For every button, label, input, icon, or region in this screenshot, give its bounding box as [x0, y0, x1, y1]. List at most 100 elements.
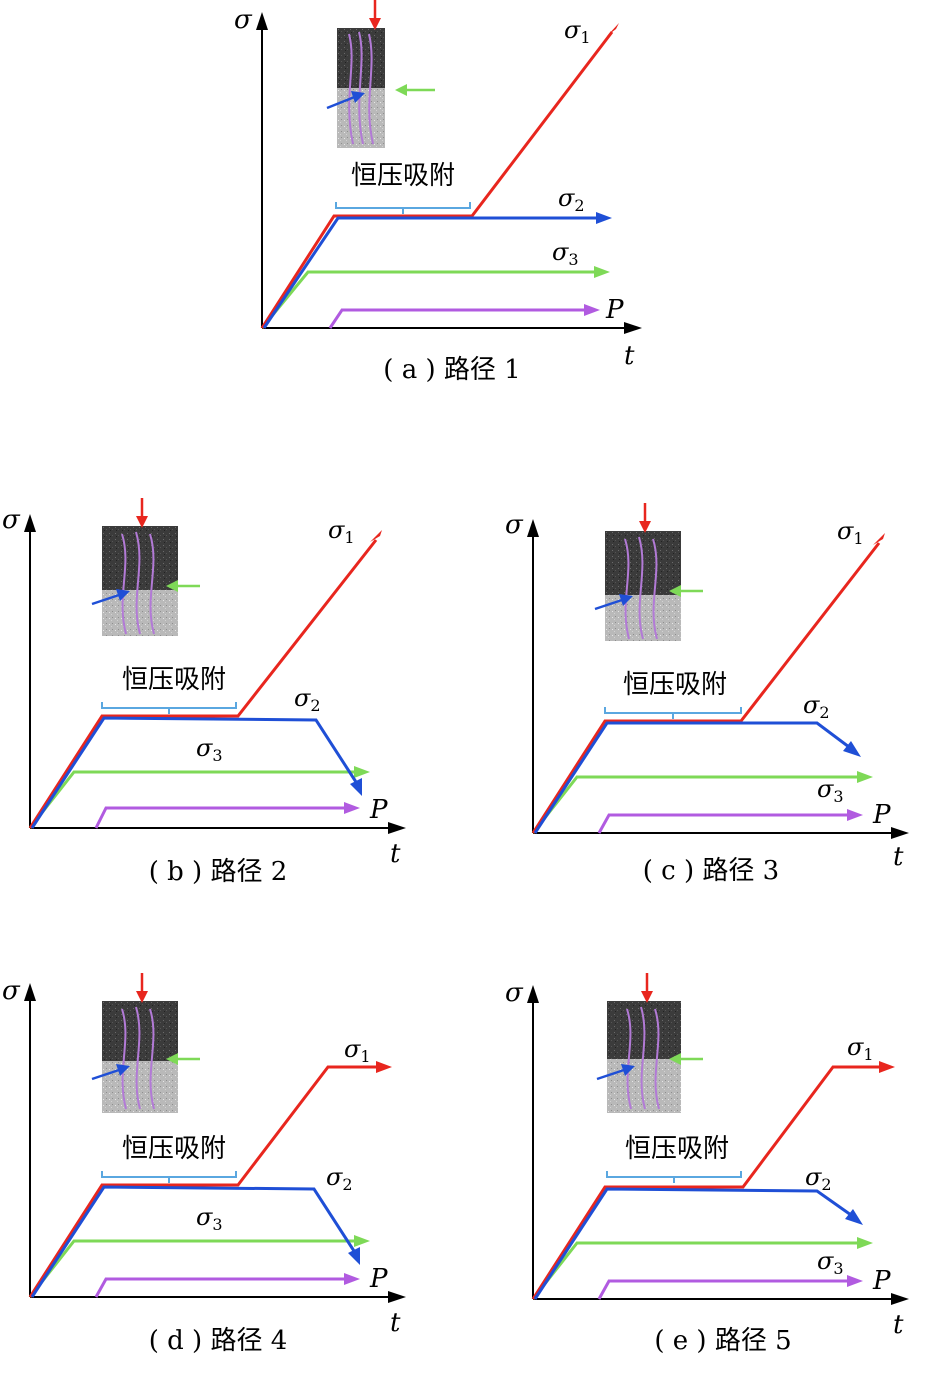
load-arrow-icon: [166, 1053, 178, 1065]
sigma1-label: σ1: [328, 516, 355, 547]
sigma2-line: [533, 1187, 852, 1300]
load-arrow-icon: [166, 580, 178, 592]
fracture-line: [368, 33, 374, 145]
sigma2-label: σ2: [803, 691, 830, 722]
sigma1-arrowhead: [607, 23, 619, 36]
sample-group: [596, 973, 703, 1113]
pressure-line: [328, 308, 590, 329]
x-axis-arrow: [388, 1291, 406, 1303]
stage-label: 恒压吸附: [122, 1134, 226, 1164]
pressure-label: P: [369, 1264, 388, 1294]
fracture-line: [121, 533, 127, 635]
sigma1-arrowhead: [879, 1061, 895, 1073]
load-arrow-icon: [136, 516, 148, 528]
x-axis-label: t: [624, 341, 635, 371]
sigma2-label: σ2: [326, 1163, 353, 1194]
fracture-line: [638, 536, 644, 640]
sigma2-line: [30, 1185, 356, 1298]
stage-label: 恒压吸附: [625, 1134, 729, 1164]
load-arrow-icon: [639, 521, 651, 533]
load-arrow-icon: [621, 1064, 635, 1076]
sample-group: [91, 498, 200, 636]
axis-group: σ t: [505, 978, 909, 1340]
fracture-line: [348, 33, 354, 145]
stage-bracket: [604, 707, 742, 719]
y-axis-arrow: [527, 985, 539, 1003]
y-axis-label: σ: [234, 5, 253, 35]
sigma3-arrowhead: [354, 766, 370, 778]
x-axis-label: t: [390, 839, 401, 869]
pressure-line: [94, 1277, 350, 1298]
sigma3-line: [28, 1239, 360, 1298]
fracture-line: [652, 538, 658, 640]
load-arrow-icon: [619, 594, 633, 606]
sigma2-label: σ2: [805, 1163, 832, 1194]
axis-group: σ t: [2, 976, 406, 1338]
load-arrow-icon: [116, 589, 130, 601]
sigma1-label: σ1: [344, 1035, 371, 1066]
load-arrow-icon: [641, 991, 653, 1003]
panel-caption: ( c ) 路径 3: [643, 856, 779, 886]
y-axis-label: σ: [505, 978, 524, 1008]
stage-bracket: [101, 702, 237, 714]
sigma1-line: [531, 1065, 885, 1300]
stage-label: 恒压吸附: [122, 665, 226, 695]
sigma3-line: [531, 1241, 863, 1300]
sigma1-line: [531, 542, 881, 834]
x-axis-arrow: [891, 827, 909, 839]
sigma1-line: [260, 31, 614, 329]
sigma2-label: σ2: [294, 684, 321, 715]
sigma2-arrowhead: [596, 212, 612, 224]
pressure-line: [597, 1279, 853, 1300]
fracture-line: [121, 1008, 127, 1110]
load-arrow-icon: [91, 592, 123, 606]
fracture-line: [640, 1006, 646, 1110]
panel-e: σ t 恒压吸附 σ1 σ2 σ3 P ( e ) 路径 5: [505, 973, 909, 1356]
panel-caption: ( e ) 路径 5: [654, 1326, 791, 1356]
sigma3-label: σ3: [552, 238, 579, 269]
panel-d: σ t 恒压吸附 σ1 σ2 σ3 P ( d ) 路径 4: [2, 973, 406, 1356]
sigma1-line: [28, 539, 378, 829]
pressure-arrowhead: [847, 809, 863, 821]
y-axis-label: σ: [2, 505, 21, 535]
panel-b: σ t 恒压吸附 σ1 σ2 σ3 P ( b ) 路径 2: [2, 498, 406, 887]
axis-group: σ t: [505, 510, 909, 872]
fracture-line: [149, 533, 155, 635]
load-arrow-icon: [91, 1067, 123, 1081]
pressure-label: P: [872, 800, 891, 830]
sigma3-label: σ3: [817, 775, 844, 806]
pressure-line: [94, 806, 350, 829]
sigma2-label: σ2: [558, 184, 585, 215]
pressure-label: P: [872, 1266, 891, 1296]
panel-caption: ( b ) 路径 2: [149, 857, 288, 887]
sigma3-label: σ3: [196, 734, 223, 765]
load-arrow-icon: [669, 1053, 681, 1065]
stage-label: 恒压吸附: [623, 670, 727, 700]
load-arrow-icon: [669, 585, 681, 597]
load-arrow-icon: [326, 94, 358, 110]
sigma3-arrowhead: [594, 266, 610, 278]
load-arrow-icon: [351, 91, 365, 103]
sigma2-line: [262, 216, 602, 329]
panel-caption: ( d ) 路径 4: [149, 1326, 288, 1356]
panel-c: σ t 恒压吸附 σ1 σ2 σ3 P ( c ) 路径 3: [505, 503, 909, 886]
load-arrow-icon: [136, 991, 148, 1003]
load-arrow-icon: [594, 597, 626, 611]
load-arrow-icon: [395, 84, 407, 96]
y-axis-arrow: [256, 12, 268, 30]
y-axis-arrow: [24, 514, 36, 532]
stage-bracket: [101, 1171, 237, 1183]
rock-sample-icon: [102, 1061, 178, 1113]
x-axis-label: t: [390, 1308, 401, 1338]
panel-a: σ t 恒压吸附 σ1 σ2 σ3 P ( a ) 路径 1: [234, 0, 642, 385]
fracture-line: [149, 1008, 155, 1110]
fracture-line: [624, 538, 630, 640]
pressure-label: P: [605, 295, 624, 325]
sigma2-line: [30, 716, 358, 829]
sigma2-arrowhead: [845, 1209, 863, 1225]
sample-group: [91, 973, 200, 1113]
fracture-line: [135, 1006, 141, 1110]
fracture-line: [626, 1008, 632, 1110]
pressure-arrowhead: [847, 1275, 863, 1287]
